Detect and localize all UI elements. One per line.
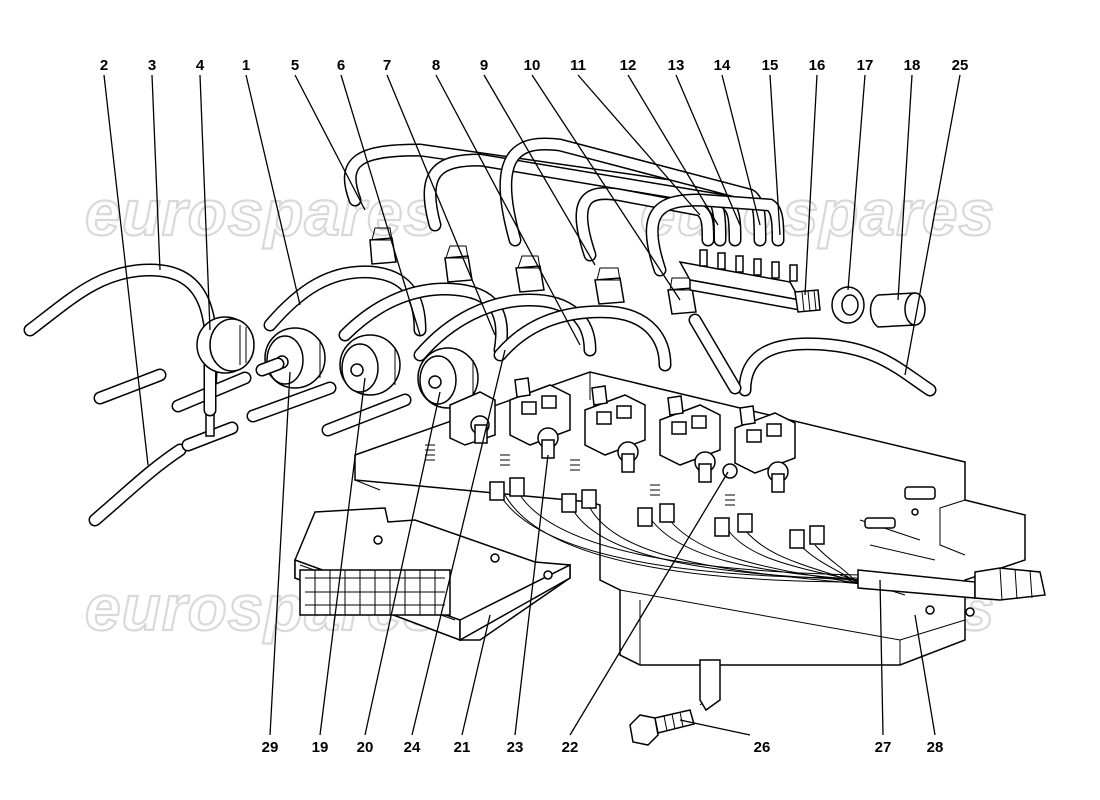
label-10: 10 (524, 57, 541, 74)
watermark-top-left: eurospares (85, 177, 440, 249)
label-1: 1 (242, 57, 250, 74)
washer (831, 286, 865, 324)
label-28: 28 (927, 739, 944, 756)
solenoid-valve-1 (449, 391, 496, 446)
label-14: 14 (714, 57, 731, 74)
label-6: 6 (337, 57, 345, 74)
inline-valve-5 (369, 227, 397, 265)
label-19: 19 (312, 739, 329, 756)
label-21: 21 (454, 739, 471, 756)
capsule-19 (339, 334, 401, 396)
leader-lines (103, 74, 961, 736)
label-16: 16 (809, 57, 826, 74)
solenoid-valves (425, 377, 796, 506)
cap (869, 292, 926, 328)
label-20: 20 (357, 739, 374, 756)
labels-top: 2 3 4 1 5 6 7 8 9 10 11 12 13 14 15 16 1… (100, 57, 969, 74)
control-unit-connector (299, 569, 451, 616)
label-17: 17 (857, 57, 874, 74)
inline-valve-7 (515, 255, 545, 293)
manifold-nipples (699, 249, 798, 282)
solenoid-valve-3 (584, 385, 646, 473)
solenoid-valve-4 (659, 395, 721, 483)
label-3: 3 (148, 57, 156, 74)
solenoid-valve-5 (734, 405, 796, 493)
label-12: 12 (620, 57, 637, 74)
label-9: 9 (480, 57, 488, 74)
solenoid-valve-2 (509, 377, 571, 459)
label-7: 7 (383, 57, 391, 74)
label-26: 26 (754, 739, 771, 756)
inline-valve-8 (594, 267, 625, 305)
mounting-bracket (354, 371, 1026, 712)
label-18: 18 (904, 57, 921, 74)
label-13: 13 (668, 57, 685, 74)
label-25: 25 (952, 57, 969, 74)
capsule-29 (255, 327, 326, 389)
wiring-harness (489, 477, 1046, 601)
label-8: 8 (432, 57, 440, 74)
label-5: 5 (291, 57, 299, 74)
capsule-20 (417, 347, 479, 409)
harness-plugs (489, 477, 825, 549)
vacuum-capsules (196, 316, 479, 409)
label-27: 27 (875, 739, 892, 756)
labels-bottom: 29 19 20 24 21 23 22 26 27 28 (262, 739, 944, 756)
capsule-left (196, 316, 255, 374)
inline-valve-6 (444, 245, 473, 283)
label-24: 24 (404, 739, 421, 756)
manifold (678, 249, 821, 313)
mount-springs (425, 444, 735, 506)
label-29: 29 (262, 739, 279, 756)
control-unit (294, 507, 571, 642)
label-11: 11 (570, 57, 586, 74)
label-22: 22 (562, 739, 579, 756)
label-23: 23 (507, 739, 524, 756)
bolt (629, 709, 695, 746)
label-4: 4 (196, 57, 205, 74)
label-15: 15 (762, 57, 779, 74)
label-2: 2 (100, 57, 108, 74)
